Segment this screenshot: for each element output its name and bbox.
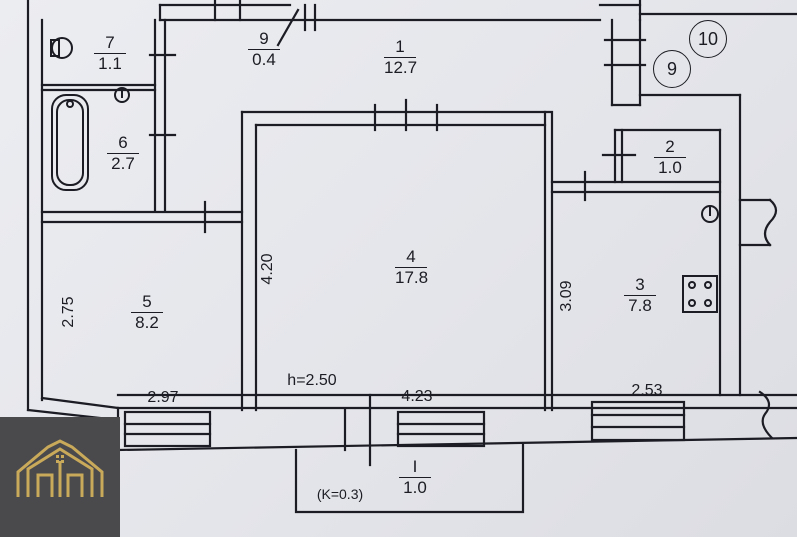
balcony-label: I 1.0: [385, 458, 445, 497]
room-5-height-dim: 2.75: [60, 296, 77, 328]
marker-10: 10: [689, 20, 727, 58]
room-3-label: 3 7.8: [610, 276, 670, 315]
room-9-label: 9 0.4: [234, 30, 294, 69]
room-7-area: 1.1: [94, 53, 126, 73]
room-9-number: 9: [259, 29, 269, 48]
watermark-logo: [0, 417, 120, 537]
balcony-area: 1.0: [399, 477, 431, 497]
house-logo-icon: [16, 439, 104, 497]
room-4-width-dim: 4.23: [401, 388, 433, 405]
bathtub-icon: [51, 94, 89, 191]
room-6-number: 6: [118, 133, 128, 152]
room-9-area: 0.4: [248, 49, 280, 69]
room-2-label: 2 1.0: [640, 138, 700, 177]
room-4-area: 17.8: [395, 267, 429, 287]
room-3-number: 3: [635, 275, 645, 294]
room-1-number: 1: [395, 37, 405, 56]
marker-9: 9: [653, 50, 691, 88]
fixtures: [50, 37, 719, 313]
room-1-label: 1 12.7: [370, 38, 430, 77]
room-5-number: 5: [142, 292, 152, 311]
room-7-label: 7 1.1: [80, 34, 140, 73]
room-5-width-dim: 2.97: [147, 389, 179, 406]
room-4-label: 4 17.8: [381, 248, 441, 287]
room-4-height-dim: 4.20: [259, 253, 276, 285]
room-6-area: 2.7: [107, 153, 139, 173]
room-3-area: 7.8: [624, 295, 656, 315]
room-2-number: 2: [665, 137, 675, 156]
balcony-coefficient: (K=0.3): [316, 486, 364, 502]
balcony-number: I: [412, 457, 418, 476]
room-7-number: 7: [105, 33, 115, 52]
room-6-label: 6 2.7: [93, 134, 153, 173]
ceiling-height: h=2.50: [287, 372, 337, 389]
room-1-area: 12.7: [384, 57, 418, 77]
room-5-label: 5 8.2: [117, 293, 177, 332]
stove-icon: [682, 275, 718, 313]
sink-icon: [114, 87, 130, 103]
room-3-height-dim: 3.09: [558, 280, 575, 312]
kitchen-sink-icon: [701, 205, 719, 223]
room-4-number: 4: [406, 247, 416, 266]
room-3-width-dim: 2.53: [631, 382, 663, 399]
room-2-area: 1.0: [654, 157, 686, 177]
room-5-area: 8.2: [131, 312, 163, 332]
